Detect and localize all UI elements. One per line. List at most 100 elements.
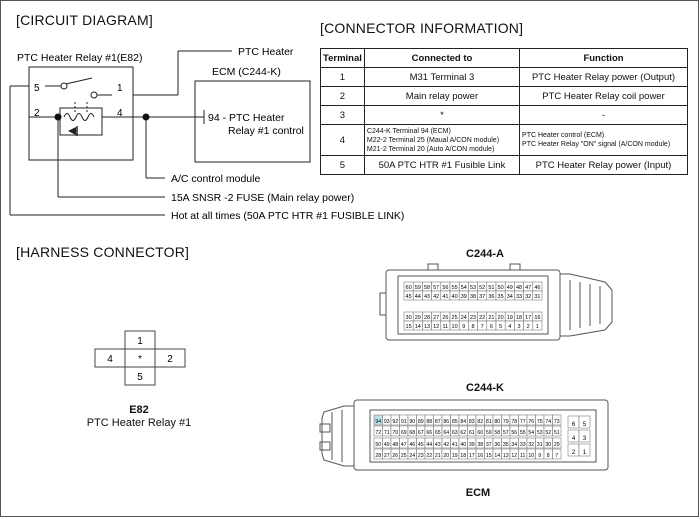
c244a-pin-label: 41 [442,294,448,300]
c244k-pin-label: 29 [554,442,560,448]
function-cell: PTC Heater control (ECM) PTC Heater Rela… [519,124,688,156]
e82-pin-2: 2 [167,354,173,365]
switch-arm [65,77,93,85]
e82-name: E82 [129,404,149,416]
c244k-pin-label: 13 [503,453,509,459]
table-row: 1 M31 Terminal 3 PTC Heater Relay power … [320,67,688,87]
c244k-pin-label: 79 [503,419,509,425]
c244a-pin-label: 5 [499,324,502,330]
c244k-pin-label: 34 [511,442,517,448]
ecm-pin-label-1: 94 - PTC Heater [208,112,285,124]
c244k-pin-cell [552,425,562,437]
c244k-pin-label: 12 [511,453,517,459]
c244k-pin-label: 28 [375,453,381,459]
c244a-pin-label: 46 [534,285,540,291]
ecm-pin-label-2: Relay #1 control [228,125,304,137]
circuit-diagram: PTC Heater Relay #1(E82) 5 1 2 4 PTC Hea… [9,46,404,222]
c244k-side-pin-label: 1 [583,450,587,456]
c244k-pin-label: 26 [392,453,398,459]
e82-pin-4: 4 [107,354,113,365]
c244a-title: C244-A [466,248,504,260]
c244a-pin-label: 48 [516,285,522,291]
ecm-title: ECM (C244-K) [212,66,281,78]
switch-contact-right [90,91,98,99]
connected-line: M22-2 Terminal 25 (Maual A/CON module) [366,136,500,144]
c244k-pin-label: 54 [528,430,534,436]
c244a-pin-label: 30 [406,315,412,321]
c244a-pin-label: 32 [525,294,531,300]
c244k-pin-label: 27 [384,453,390,459]
c244k-pin-label: 31 [537,442,543,448]
c244k-pin-label: 21 [435,453,441,459]
c244a-pin-label: 35 [498,294,504,300]
c244k-pin-label: 77 [520,419,526,425]
c244a-pin-label: 17 [525,315,531,321]
ptc-heater-label: PTC Heater [238,46,294,58]
table-row: 5 50A PTC HTR #1 Fusible Link PTC Heater… [320,155,688,175]
c244k-pin-label: 55 [520,430,526,436]
harness-connector-title: [HARNESS CONNECTOR] [16,244,190,260]
function-line: PTC Heater Relay "ON" signal (A/CON modu… [522,141,671,148]
c244k-pin-label: 11 [520,453,525,459]
c244k-pin-label: 72 [375,430,381,436]
c244k-pin-label: 76 [528,419,534,425]
c244a-pin-label: 36 [488,294,494,300]
c244k-pin-cell [552,437,562,449]
relay-pin-1: 1 [117,83,123,94]
ac-module-label: A/C control module [171,173,260,185]
c244k-pin-label: 49 [384,442,390,448]
c244k-side-pin-label: 2 [572,450,576,456]
relay-coil [63,113,95,121]
c244a-pin-label: 14 [415,324,421,330]
e82-connector: 1 4 * 2 5 [94,330,186,386]
c244a-pin-label: 29 [415,315,421,321]
c244a-pin-label: 10 [452,324,458,330]
c244k-pin-label: 62 [460,430,466,436]
c244k-pin-label: 20 [443,453,449,459]
c244k-pin-label: 69 [401,430,407,436]
connector-info-table: Terminal Connected to Function 1 M31 Ter… [320,48,688,175]
c244k-pin-label: 70 [392,430,398,436]
function-cell: PTC Heater Relay coil power [519,86,688,106]
c244k-pin-label: 24 [409,453,415,459]
c244k-pin-label: 53 [537,430,543,436]
c244a-pin-label: 22 [479,315,485,321]
c244k-pin-label: 40 [460,442,466,448]
hot-label: Hot at all times (50A PTC HTR #1 FUSIBLE… [171,210,404,222]
c244k-pin-label: 32 [528,442,534,448]
c244k-pin-label: 84 [460,419,466,425]
c244k-pin-label: 89 [418,419,424,425]
terminal-cell: 4 [320,124,365,156]
c244k-side-pin-cell [578,443,591,457]
c244k-pin-label: 48 [392,442,398,448]
c244k-side-pin-label: 5 [583,422,587,428]
terminal-cell: 1 [320,67,365,87]
c244a-pin-label: 51 [488,285,494,291]
relay-pin-2: 2 [34,108,40,119]
c244k-pin-label: 73 [554,419,560,425]
c244a-pin-label: 55 [452,285,458,291]
c244k-pin-label: 81 [486,419,492,425]
c244a-pin-cell [532,290,543,301]
c244k-pin-label: 57 [503,430,509,436]
c244k-pin-label: 18 [460,453,466,459]
c244k-pin-label: 38 [477,442,483,448]
c244a-pin-cell [532,320,543,331]
c244a-pin-label: 19 [507,315,513,321]
c244k-pin-label: 67 [418,430,424,436]
c244k-pin-label: 47 [401,442,407,448]
c244k-pin-label: 7 [555,453,558,459]
c244a-pin-label: 6 [490,324,493,330]
connected-cell: * [363,105,521,125]
e82-pin-5: 5 [137,372,143,383]
c244a-pin-label: 43 [424,294,430,300]
c244k-pin-label: 9 [538,453,541,459]
ecm-box [194,80,311,163]
connector-info-title: [CONNECTOR INFORMATION] [320,20,524,36]
c244k-pin-label: 74 [545,419,551,425]
c244a-pin-label: 52 [479,285,485,291]
c244k-pin-label: 36 [494,442,500,448]
c244k-pin-label: 91 [401,419,407,425]
c244k-pin-label: 14 [494,453,500,459]
